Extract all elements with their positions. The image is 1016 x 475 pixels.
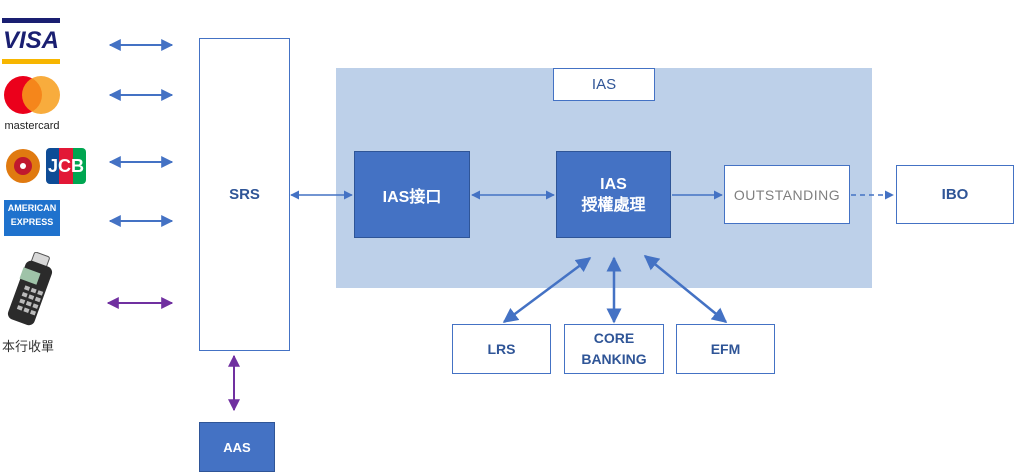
- visa-logo: VISA: [2, 18, 60, 64]
- amex-logo: AMERICAN EXPRESS: [4, 200, 60, 236]
- ias-auth-node: IAS 授權處理: [556, 151, 671, 238]
- jcb-logo: JCB: [4, 144, 86, 188]
- lrs-node: LRS: [452, 324, 551, 374]
- terminal-label: 本行收單: [2, 339, 55, 354]
- ibo-node: IBO: [896, 165, 1014, 224]
- core-banking-node: CORE BANKING: [564, 324, 664, 374]
- jcb-wordmark: JCB: [47, 156, 84, 176]
- cup-flower-icon: [4, 146, 42, 186]
- ias-region-label: IAS: [553, 68, 655, 101]
- srs-node: SRS: [199, 38, 290, 351]
- mastercard-logo: mastercard: [0, 72, 64, 138]
- outstanding-node: OUTSTANDING: [724, 165, 850, 224]
- auth-efm-arrow: [643, 255, 728, 323]
- efm-node: EFM: [676, 324, 775, 374]
- aas-node: AAS: [199, 422, 275, 472]
- ias-interface-node: IAS接口: [354, 151, 470, 238]
- pos-terminal-icon: [6, 251, 56, 332]
- auth-lrs-arrow: [502, 256, 592, 324]
- visa-wordmark: VISA: [2, 27, 59, 54]
- mastercard-wordmark: mastercard: [4, 120, 60, 132]
